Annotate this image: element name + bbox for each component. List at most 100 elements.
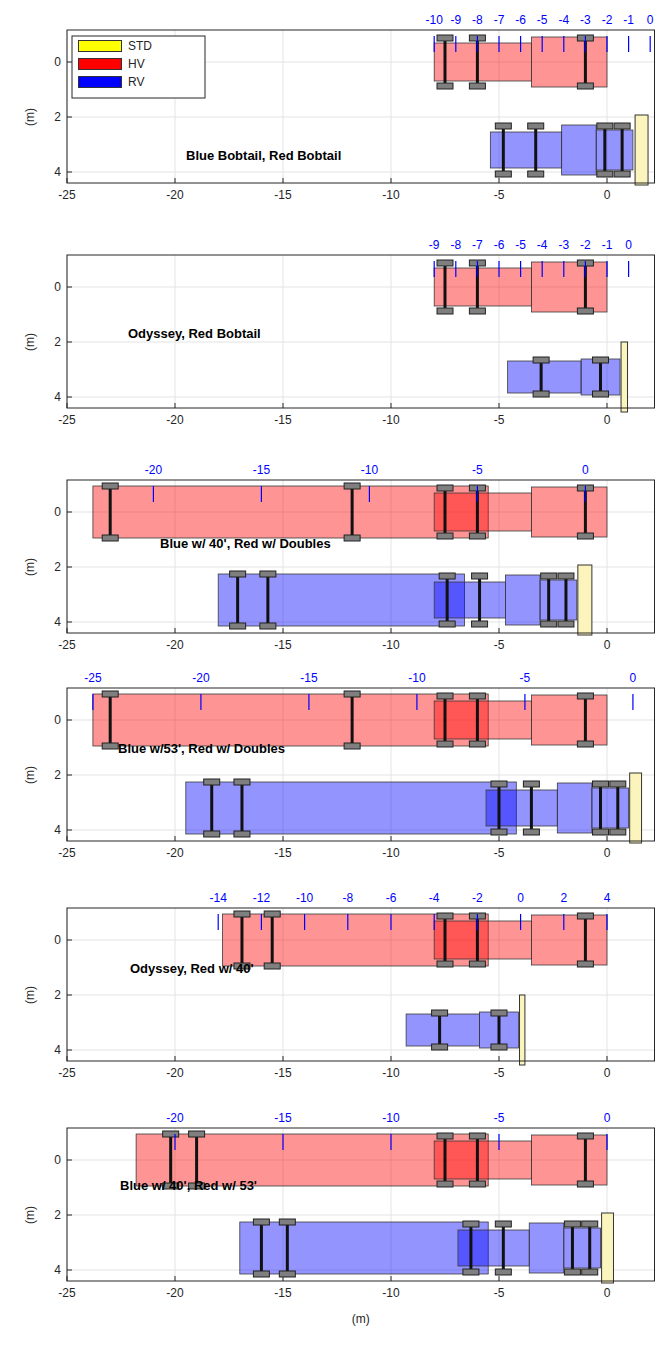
wheel [437,1181,453,1187]
offset-tick [434,36,435,52]
label: -5 [494,639,505,651]
grid-line [67,775,655,776]
tick-mark [67,830,72,831]
tick-mark [607,628,608,633]
offset-tick [585,261,586,277]
tick-mark [607,403,608,408]
tick-mark [67,397,72,398]
label: 4 [54,824,61,836]
axle [469,1224,472,1272]
label: -5 [494,1112,505,1124]
axle [603,126,606,174]
label: -20 [166,1067,183,1079]
label: -12 [253,892,270,904]
offset-tick [477,486,478,502]
wheel [558,573,574,579]
label: -1 [602,239,613,251]
wheel [437,35,453,41]
tick-mark [67,720,72,721]
label: 0 [630,672,637,684]
tick-mark [499,178,500,183]
tick-mark [67,62,72,63]
grid-line [67,995,655,996]
wheel [523,829,539,835]
offset-tick [261,914,262,930]
label: -5 [494,414,505,426]
axle [240,914,243,966]
label: 4 [54,616,61,628]
label: (m) [24,766,36,784]
legend-swatch [78,76,122,88]
label: -3 [580,14,591,26]
rv-hood [564,1228,601,1268]
offset-tick [369,486,370,502]
label: -15 [274,1287,291,1299]
tick-mark [67,117,72,118]
wheel [614,171,630,177]
wheel [577,83,593,89]
label: 2 [560,892,567,904]
label: -15 [274,639,291,651]
hv-cab [531,37,607,87]
wheel [541,621,557,627]
wheel [102,743,118,749]
label: -5 [472,464,483,476]
tick-mark [607,178,608,183]
wheel [533,391,549,397]
label: 2 [54,336,61,348]
grid-line [391,30,392,183]
label: 0 [604,1067,611,1079]
wheel [577,913,593,919]
label: -3 [558,239,569,251]
label: -8 [450,239,461,251]
tick-mark [67,287,72,288]
std-marker [621,342,627,412]
tick-mark [175,1056,176,1061]
label: Odyssey, Red w/ 40' [130,962,254,975]
label: -10 [382,639,399,651]
label: -10 [382,414,399,426]
label: Blue Bobtail, Red Bobtail [186,149,341,162]
offset-tick [628,36,629,52]
tick-mark [175,178,176,183]
wheel [253,1219,269,1225]
wheel [432,1010,448,1016]
wheel [541,573,557,579]
label: -4 [558,14,569,26]
tick-mark [499,1056,500,1061]
std-marker [635,115,648,185]
tick-mark [391,628,392,633]
grid-line [67,567,655,568]
label: -20 [166,1112,183,1124]
axle [444,916,447,964]
wheel [577,961,593,967]
wheel [437,83,453,89]
wheel [204,831,220,837]
hv-frame [434,268,531,306]
legend-box [72,36,205,98]
label: -10 [382,847,399,859]
label: 4 [54,1044,61,1056]
wheel [437,485,453,491]
axle [351,486,354,538]
tick-mark [391,836,392,841]
tick-mark [499,836,500,841]
label: 2 [54,561,61,573]
label: -25 [58,414,75,426]
wheel [344,743,360,749]
offset-tick [520,36,521,52]
label: (m) [24,1206,36,1224]
label: 0 [604,1287,611,1299]
label: -5 [494,189,505,201]
label: -4 [429,892,440,904]
label: -15 [274,847,291,859]
label: -6 [515,14,526,26]
wheel [344,691,360,697]
label: Blue w/53', Red w/ Doubles [118,742,285,755]
wheel [437,308,453,314]
label: 0 [54,1154,61,1166]
hv-frame [434,493,531,531]
axes-box [67,1128,655,1281]
axes-background [67,908,655,1061]
axle [571,1224,574,1272]
